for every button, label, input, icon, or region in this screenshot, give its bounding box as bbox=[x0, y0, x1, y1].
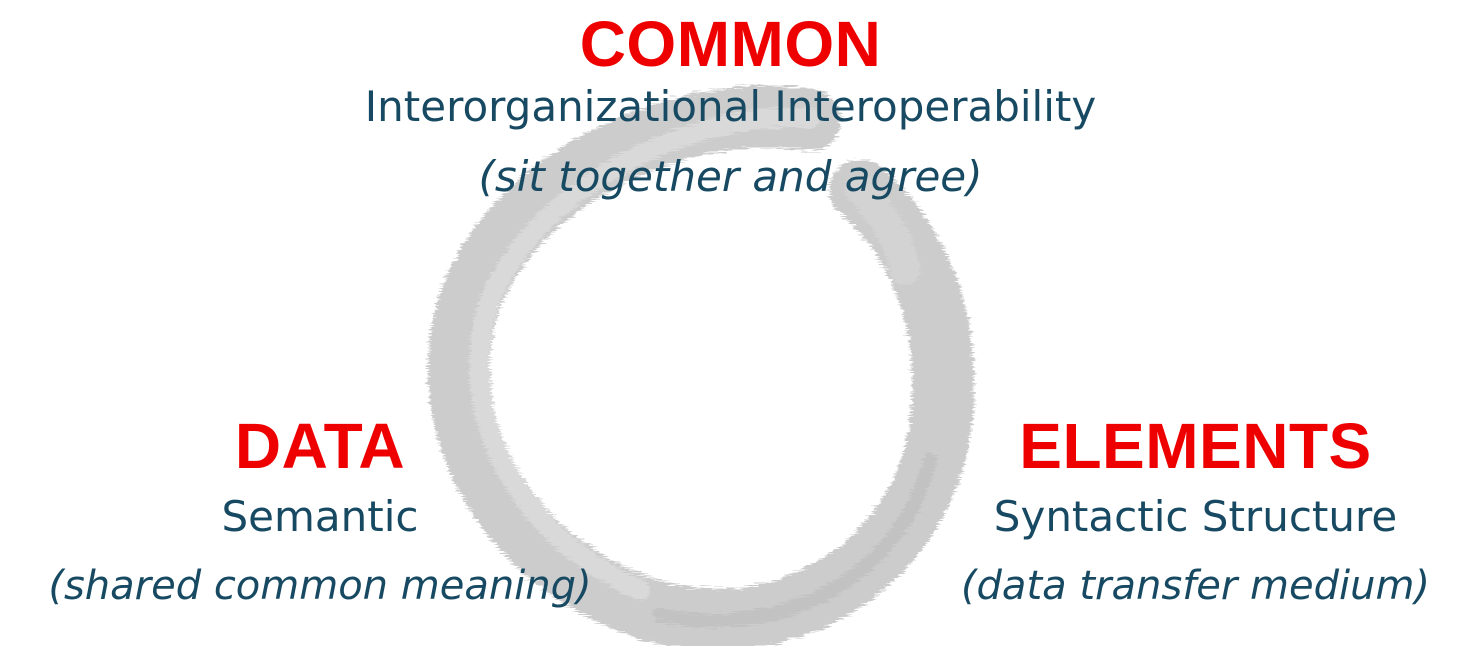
elements-block: ELEMENTS Syntactic Structure (data trans… bbox=[930, 0, 1461, 606]
data-block: DATA Semantic (shared common meaning) bbox=[0, 0, 640, 606]
data-subtitle: Semantic bbox=[221, 492, 419, 541]
elements-note: (data transfer medium) bbox=[960, 563, 1431, 609]
common-heading: COMMON bbox=[579, 8, 882, 80]
common-note: (sit together and agree) bbox=[478, 152, 983, 201]
common-block: COMMON Interorganizational Interoperabil… bbox=[0, 0, 1461, 198]
elements-heading: ELEMENTS bbox=[1019, 410, 1372, 482]
data-heading: DATA bbox=[234, 410, 406, 482]
elements-subtitle: Syntactic Structure bbox=[993, 492, 1398, 541]
data-note: (shared common meaning) bbox=[48, 563, 592, 609]
common-subtitle: Interorganizational Interoperability bbox=[364, 82, 1097, 131]
